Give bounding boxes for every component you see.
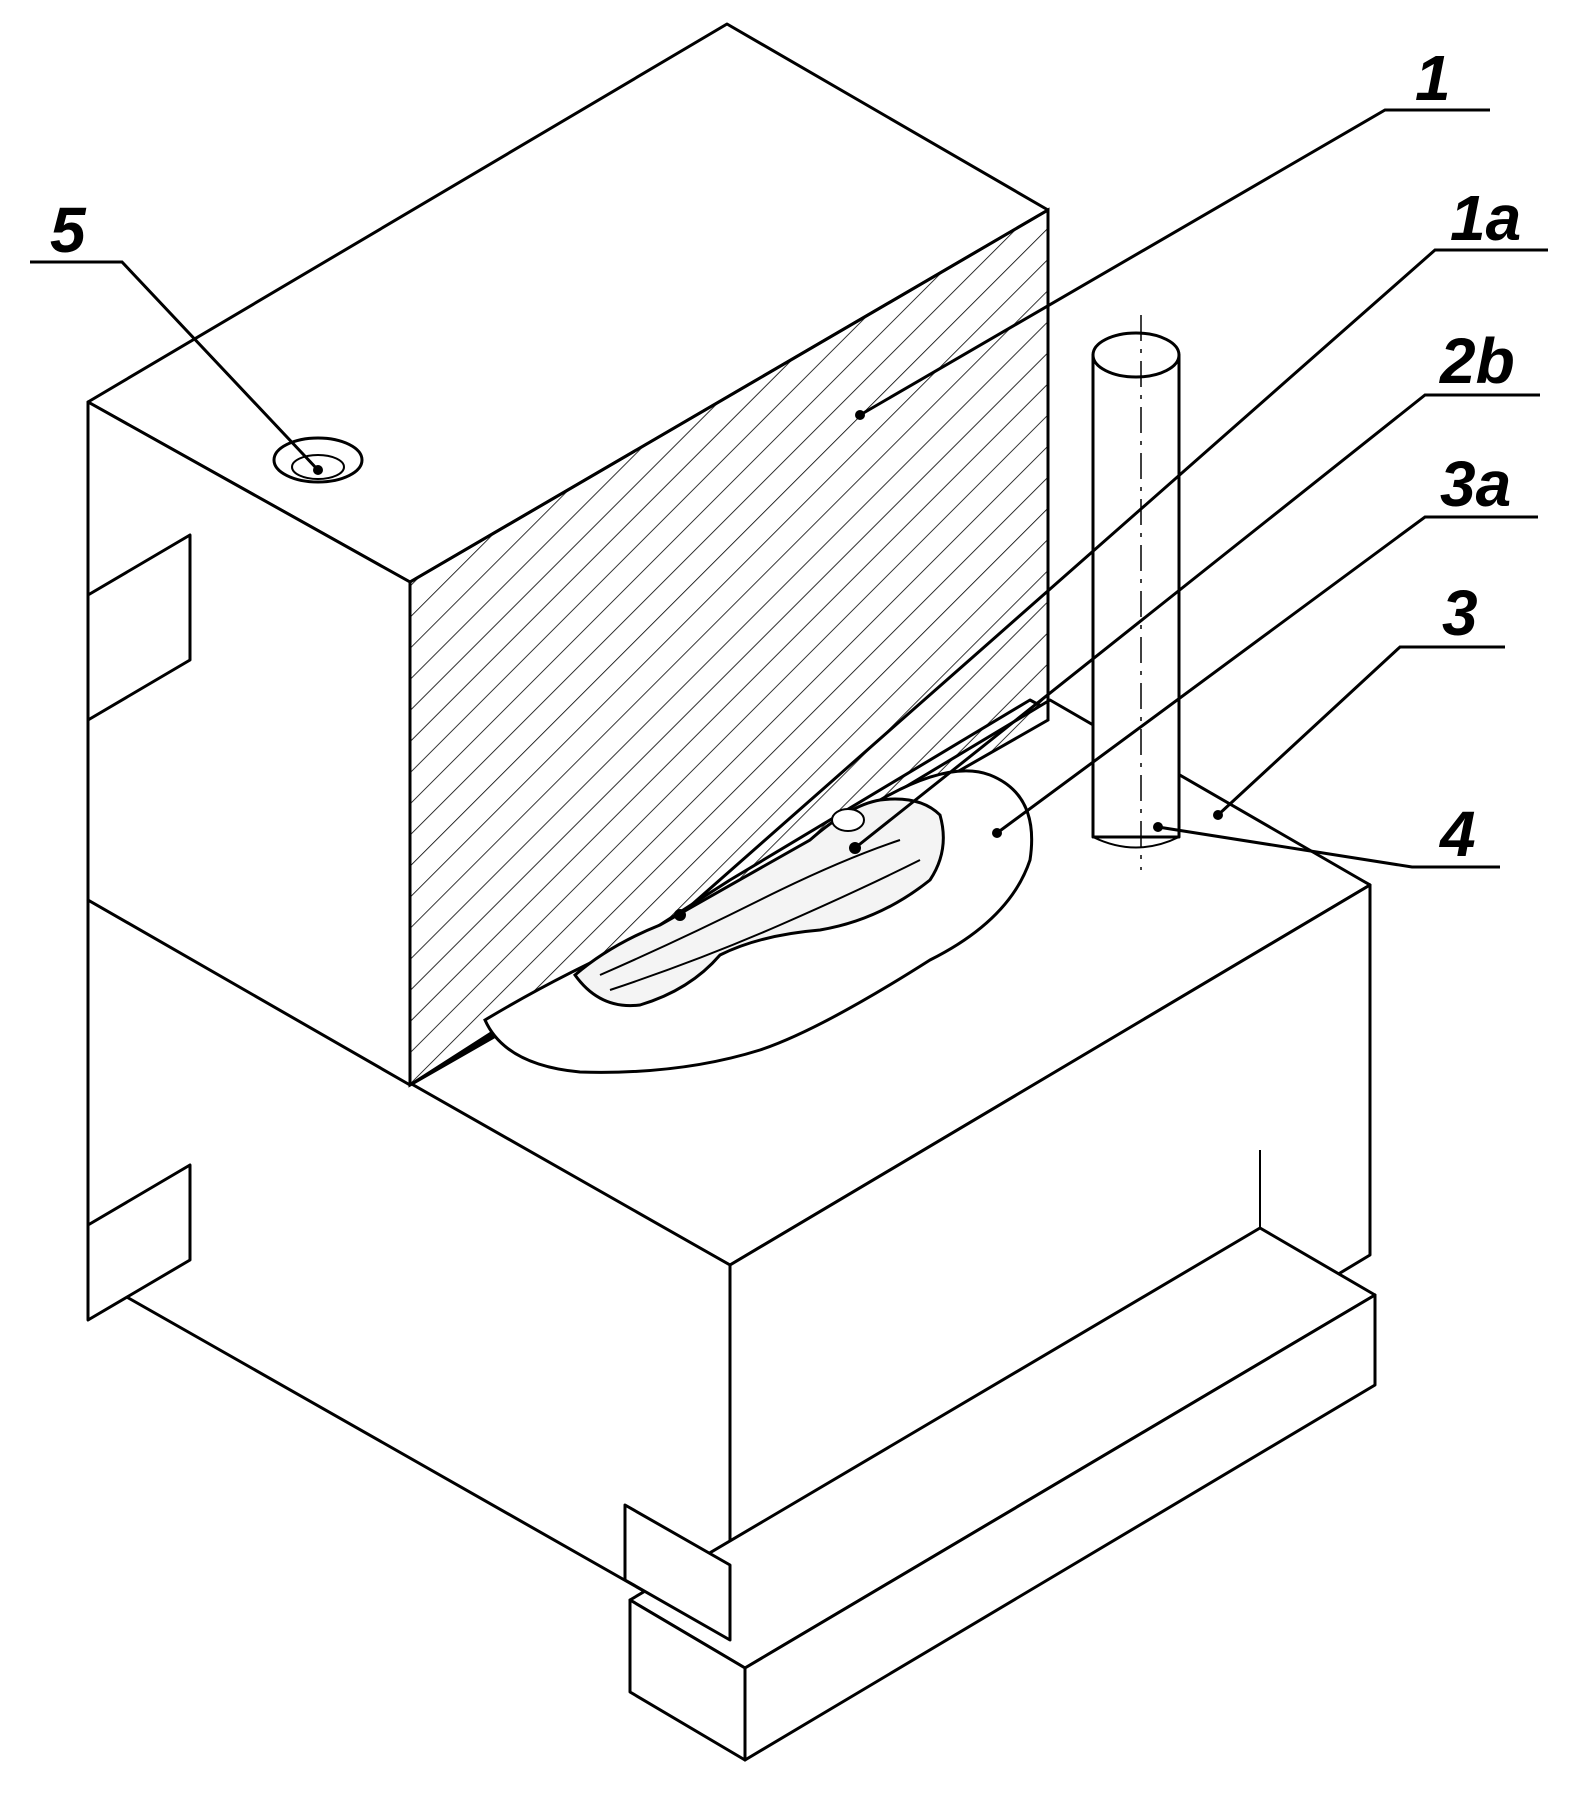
leader-1a <box>679 248 1548 917</box>
callout-3: 3 <box>1442 577 1478 649</box>
leader-5 <box>30 260 320 472</box>
rail-side-face <box>743 1293 1377 1762</box>
guide-pin-bottom <box>1092 836 1180 849</box>
callout-2b: 2b <box>1439 325 1515 397</box>
part-inner-line <box>609 859 921 991</box>
leader-3a-dot <box>992 828 1002 838</box>
leader-1a-dot <box>674 909 686 921</box>
rail-end-notch <box>623 1503 732 1642</box>
leader-3 <box>1216 645 1505 817</box>
leader-4 <box>1157 825 1500 869</box>
leader-2b-dot <box>849 842 861 854</box>
upper-block-section-face <box>408 207 1050 1088</box>
callout-1: 1 <box>1415 42 1451 114</box>
part-boss <box>831 808 865 832</box>
part-inner-line <box>599 839 901 976</box>
callout-4: 4 <box>1438 798 1476 870</box>
guide-pin-body <box>1091 353 1181 839</box>
leader-3-dot <box>1213 810 1223 820</box>
leader-3a <box>996 515 1538 835</box>
leader-4-dot <box>1153 822 1163 832</box>
leader-2b <box>854 393 1540 850</box>
guide-pin <box>1091 315 1181 870</box>
callout-1a: 1a <box>1450 182 1521 254</box>
upper-mold-block <box>86 22 1050 1088</box>
callout-5: 5 <box>50 194 87 266</box>
callout-3a: 3a <box>1440 448 1511 520</box>
leader-1-dot <box>855 410 865 420</box>
upper-slot-notch <box>86 533 192 722</box>
leader-5-dot <box>313 465 323 475</box>
guide-pin-top <box>1091 331 1181 379</box>
base-rail <box>623 1150 1377 1762</box>
leader-lines <box>30 108 1548 921</box>
callout-labels: 5 1 1a 2b 3a 3 4 <box>50 42 1521 870</box>
leader-1 <box>859 108 1490 417</box>
